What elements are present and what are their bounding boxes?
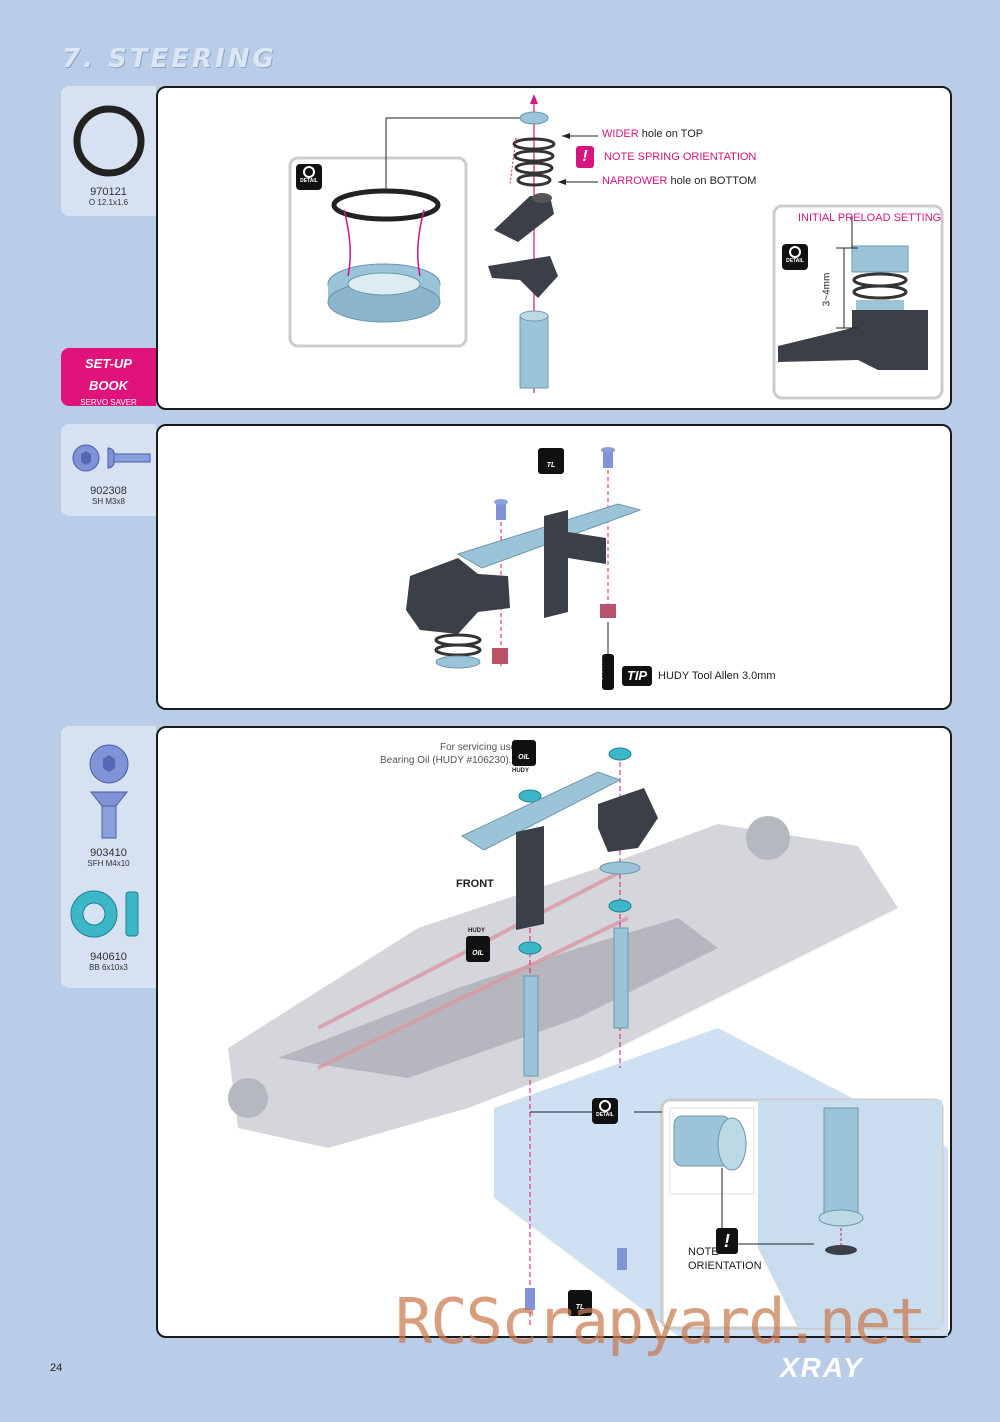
- part-code: 902308: [90, 485, 127, 497]
- step3-panel: For servicing use Bearing Oil (HUDY #106…: [156, 726, 952, 1338]
- parts-box-oring: 970121 O 12.1x1.6: [61, 86, 156, 216]
- note-spring-label: NOTE SPRING ORIENTATION: [604, 151, 757, 163]
- tool-label: HUDY Tool Allen 3.0mm: [658, 670, 776, 682]
- service-note-line1: For servicing use: [440, 742, 517, 753]
- tool-size-label: 3.0mm: [595, 656, 605, 681]
- note-orientation-line1: NOTE: [688, 1246, 719, 1258]
- part-desc: O 12.1x1.6: [88, 198, 129, 207]
- threadlock-icon: TL: [568, 1290, 592, 1316]
- preload-dimension: 3~4mm: [821, 272, 833, 307]
- note-orientation-line2: ORIENTATION: [688, 1260, 762, 1272]
- part-code: 940610: [90, 951, 127, 963]
- part-desc: BB 6x10x3: [89, 963, 128, 972]
- part-code: 903410: [90, 847, 127, 859]
- narrower-hole-label: NARROWER hole on BOTTOM: [602, 175, 757, 187]
- button-head-screw-icon: [72, 444, 150, 472]
- warning-icon: !: [576, 146, 594, 168]
- setup-book-line2: BOOK: [89, 378, 128, 393]
- servo-saver-exploded-diagram: [288, 94, 944, 400]
- step2-panel: TL 3.0mm TIP HUDY Tool Allen 3.0mm: [156, 424, 952, 710]
- parts-box-screw-bearing: 903410 SFH M4x10 940610 BB 6x10x3: [61, 726, 156, 988]
- service-note-line2: Bearing Oil (HUDY #106230).: [380, 755, 512, 766]
- detail-icon: DETAIL: [296, 164, 322, 190]
- tip-badge: TIP: [622, 666, 652, 686]
- servo-saver-bridge-diagram: [406, 447, 642, 690]
- setup-book-badge: SET-UP BOOK SERVO SAVER: [61, 348, 156, 407]
- setup-book-line1: SET-UP: [85, 356, 132, 371]
- detail-icon: DETAIL: [782, 244, 808, 270]
- part-desc: SH M3x8: [92, 497, 125, 506]
- page-number: 24: [50, 1362, 63, 1374]
- part-desc: SFH M4x10: [87, 859, 130, 868]
- oil-icon: OIL: [512, 740, 536, 766]
- oring-icon: [73, 105, 144, 177]
- step1-panel: DETAIL DETAIL WIDER hole on TOP ! NOTE S…: [156, 86, 952, 410]
- hudy-label: HUDY: [512, 768, 530, 774]
- wider-hole-label: WIDER hole on TOP: [602, 128, 704, 140]
- setup-book-caption: SERVO SAVER: [80, 398, 137, 407]
- preload-title: INITIAL PRELOAD SETTING: [798, 212, 942, 224]
- oil-icon: OIL: [466, 936, 490, 962]
- ball-bearing-icon: [70, 890, 138, 938]
- hudy-label: HUDY: [468, 928, 486, 934]
- front-label: FRONT: [456, 878, 494, 890]
- page-title: 7. STEERING: [62, 44, 277, 74]
- flat-head-screw-icon: [89, 744, 128, 839]
- watermark: RCScrapyard.net: [395, 1285, 927, 1358]
- part-code: 970121: [90, 186, 127, 198]
- warning-icon: !: [716, 1228, 738, 1254]
- parts-box-screw: 902308 SH M3x8: [61, 424, 156, 516]
- detail-icon: DETAIL: [592, 1098, 618, 1124]
- brand-logo: XRAY: [780, 1352, 864, 1383]
- chassis-assembly-diagram: [228, 747, 948, 1336]
- threadlock-icon: TL: [538, 448, 564, 474]
